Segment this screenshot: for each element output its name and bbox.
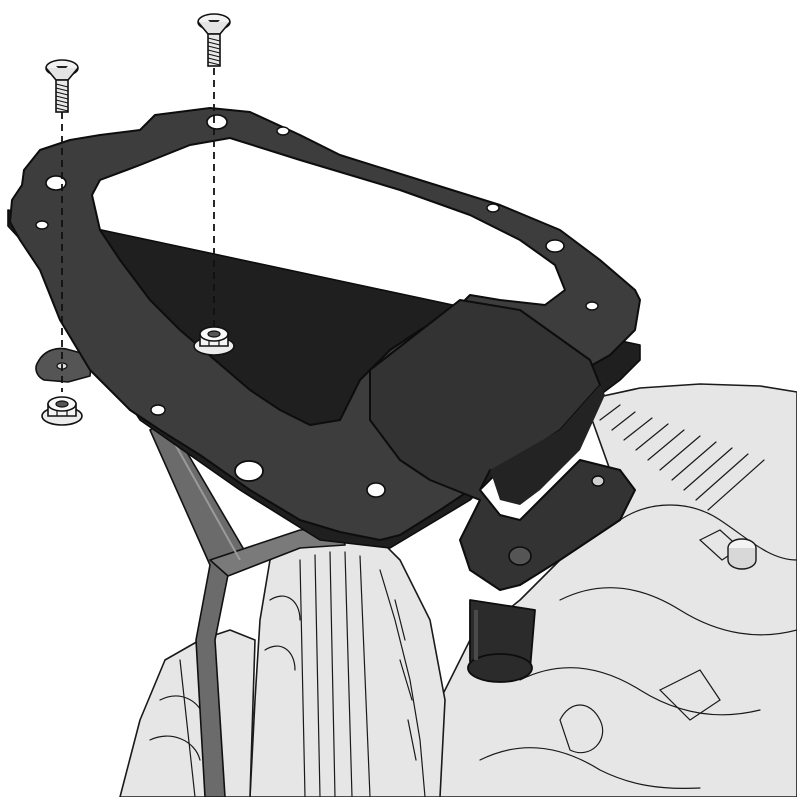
countersunk-screw-icon [45,59,79,113]
seat-boss [727,538,757,570]
plate-peg [467,599,536,683]
plate-hole [508,546,532,566]
plate-hole [585,301,599,311]
plate-hole [234,460,264,482]
flange-nut-icon [193,326,235,356]
alignment-guides [61,68,215,392]
countersunk-screw-icon [197,13,231,67]
mounting-plate [7,107,641,683]
rail-left-tube [149,419,251,797]
grab-rail [149,419,346,797]
fender-ribs [264,551,426,797]
plate-block-shade [490,385,605,505]
motorcycle-tail [119,383,797,797]
plate-hole [366,482,386,498]
rail-highlight [169,434,241,561]
plate-hole [276,126,290,136]
plate-hole [45,175,67,191]
plate-holes [35,114,605,566]
flange-nut-icon [41,396,83,426]
seat-ribs [479,404,797,789]
plate-hole [591,475,605,487]
plate-hole [206,114,228,130]
plate-hole [545,239,565,253]
plate-center-block [369,299,636,591]
plate-hole [35,220,49,230]
plate-hole [486,203,500,213]
plate-hole [150,404,166,416]
left-panel [119,629,256,797]
rail-cross-tube [209,527,346,577]
